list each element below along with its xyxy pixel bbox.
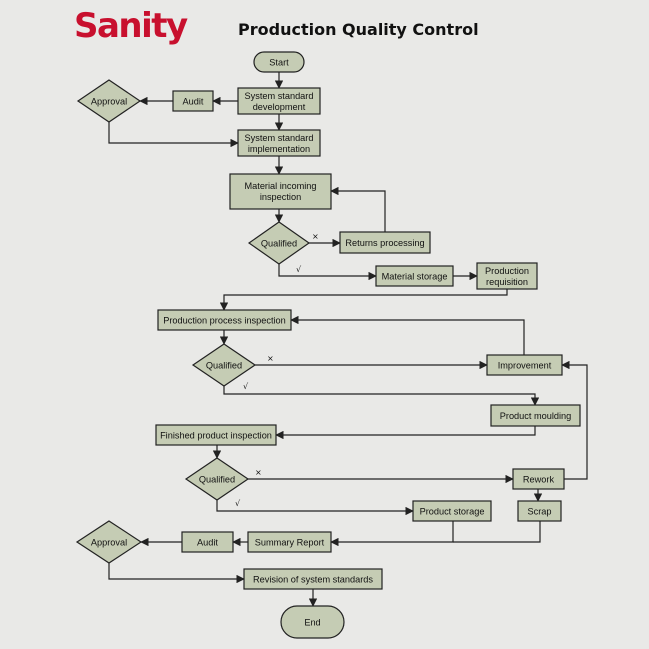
sanity-logo: Sanity [74, 6, 188, 46]
node-revision-of-system-standards: Revision of system standards [243, 568, 383, 590]
svg-text:requisition: requisition [486, 277, 528, 287]
no-mark: × [255, 468, 262, 477]
edge-moulding-fininspect [275, 426, 536, 440]
svg-text:End: End [304, 618, 320, 628]
svg-text:Product storage: Product storage [420, 507, 485, 517]
svg-text:Qualified: Qualified [261, 239, 297, 249]
edge-qual2-moulding [223, 386, 540, 406]
svg-text:Product moulding: Product moulding [500, 411, 572, 421]
node-finished-product-inspection: Finished product inspection [155, 424, 277, 446]
svg-text:Finished product inspection: Finished product inspection [160, 431, 272, 441]
edge-prodreq-procinspect [219, 289, 508, 311]
svg-text:Returns processing: Returns processing [345, 238, 424, 248]
svg-text:implementation: implementation [248, 144, 310, 154]
edge-prodstorage-summary [330, 521, 454, 547]
edge-approval2-revision [108, 563, 245, 584]
edge-qual3-prodstorage [216, 500, 414, 516]
yes-mark: √ [243, 382, 249, 391]
node-improvement: Improvement [486, 354, 563, 376]
node-production-requisition: Production requisition [476, 262, 538, 290]
node-approval-1: Approval [76, 79, 142, 123]
svg-text:Material incoming: Material incoming [245, 181, 317, 191]
node-scrap: Scrap [517, 500, 562, 522]
edges [108, 72, 588, 607]
node-qualified-1: Qualified [247, 221, 311, 265]
edge-rework-improvement [561, 360, 588, 480]
svg-text:Approval: Approval [91, 97, 127, 107]
svg-text:Improvement: Improvement [498, 361, 552, 371]
node-returns-processing: Returns processing [339, 231, 431, 254]
svg-text:Audit: Audit [197, 538, 218, 548]
node-audit-1: Audit [172, 90, 214, 112]
yes-mark: √ [296, 265, 302, 274]
node-product-moulding: Product moulding [490, 404, 581, 427]
node-system-standard-development: System standard development [237, 87, 321, 115]
node-system-standard-implementation: System standard implementation [237, 129, 321, 157]
node-approval-2: Approval [75, 520, 143, 564]
no-mark: × [267, 354, 274, 363]
edge-returns-matinspect [330, 186, 386, 232]
svg-text:Material storage: Material storage [382, 272, 448, 282]
svg-text:Revision of system standards: Revision of system standards [253, 575, 373, 585]
svg-text:System standard: System standard [245, 91, 314, 101]
svg-text:Qualified: Qualified [199, 475, 235, 485]
edge-approval-sysimpl [108, 122, 239, 148]
node-production-process-inspection: Production process inspection [157, 309, 292, 331]
edge-improvement-procinspect [290, 315, 525, 355]
node-rework: Rework [512, 468, 565, 490]
node-end: End [280, 605, 345, 639]
node-summary-report: Summary Report [247, 531, 332, 553]
node-product-storage: Product storage [412, 500, 492, 522]
yes-mark: √ [235, 499, 241, 508]
page-title: Production Quality Control [238, 20, 479, 39]
svg-text:System standard: System standard [245, 133, 314, 143]
svg-text:Summary Report: Summary Report [255, 538, 325, 548]
edge-scrap-summary [453, 521, 541, 543]
no-mark: × [312, 232, 319, 241]
node-material-incoming-inspection: Material incoming inspection [229, 173, 332, 210]
svg-text:Scrap: Scrap [527, 507, 551, 517]
svg-text:Audit: Audit [183, 97, 204, 107]
node-qualified-3: Qualified [184, 457, 250, 501]
svg-text:Qualified: Qualified [206, 361, 242, 371]
svg-text:Start: Start [269, 58, 289, 68]
svg-text:Approval: Approval [91, 538, 127, 548]
node-material-storage: Material storage [375, 265, 454, 287]
svg-text:Production process inspection: Production process inspection [163, 316, 286, 326]
svg-text:Rework: Rework [523, 475, 555, 485]
svg-text:Production: Production [485, 266, 529, 276]
edge-qual1-matstorage [278, 264, 377, 281]
svg-text:development: development [253, 102, 306, 112]
svg-text:inspection: inspection [260, 192, 301, 202]
node-qualified-2: Qualified [191, 343, 257, 387]
node-start: Start [253, 51, 305, 73]
node-audit-2: Audit [181, 531, 234, 553]
decision-marks: × √ × √ × √ [235, 232, 319, 508]
